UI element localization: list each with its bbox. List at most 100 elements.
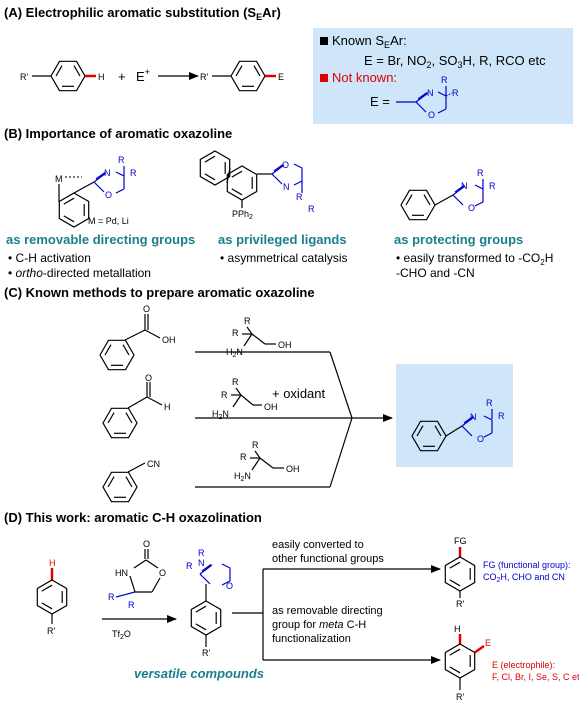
svg-text:R: R: [232, 377, 239, 387]
svg-text:H2N: H2N: [212, 409, 229, 421]
svg-text:Known SEAr:: Known SEAr:: [332, 33, 407, 50]
svg-text:O: O: [428, 110, 435, 120]
svg-text:Not known:: Not known:: [332, 70, 397, 85]
svg-text:• C-H activation: • C-H activation: [8, 251, 91, 265]
svg-text:R': R': [47, 626, 55, 636]
svg-text:O: O: [282, 160, 289, 170]
ligand-oxazoline-structure: PPh2 O N R R: [199, 150, 315, 221]
svg-text:R: R: [130, 168, 137, 178]
svg-text:CN: CN: [147, 459, 160, 469]
svg-text:R: R: [498, 411, 505, 421]
svg-text:O: O: [143, 304, 150, 314]
svg-text:N: N: [427, 88, 434, 98]
svg-text:CO2H, CHO and CN: CO2H, CHO and CN: [483, 572, 565, 584]
svg-text:FG (functional group):: FG (functional group):: [483, 560, 571, 570]
svg-text:M = Pd, Li: M = Pd, Li: [88, 216, 129, 226]
svg-text:N: N: [470, 412, 477, 422]
group-protecting: as protecting groups • easily transforme…: [394, 232, 553, 280]
h-label: H: [98, 72, 105, 82]
svg-text:R': R': [200, 72, 208, 82]
svg-text:other functional groups: other functional groups: [272, 553, 384, 565]
benzaldehyde-structure: O H: [102, 373, 171, 439]
svg-text:easily converted to: easily converted to: [272, 539, 364, 551]
svg-text:O: O: [477, 434, 484, 444]
upper-branch-note: easily converted to other functional gro…: [272, 539, 384, 565]
svg-text:F, Cl, Br, I, Se, S, C etc: F, Cl, Br, I, Se, S, C etc: [492, 672, 579, 682]
amino-alcohol-bottom: R R H2N OH: [234, 440, 300, 483]
svg-text:N: N: [461, 181, 468, 191]
svg-text:N: N: [283, 182, 290, 192]
svg-text:E (electrophile):: E (electrophile):: [492, 660, 555, 670]
svg-text:as protecting groups: as protecting groups: [394, 232, 523, 247]
svg-text:FG: FG: [454, 536, 467, 546]
svg-text:functionalization: functionalization: [272, 633, 351, 645]
oxazoline-product-box: N O R R: [396, 364, 513, 467]
svg-text:O: O: [145, 373, 152, 383]
svg-text:N: N: [198, 558, 205, 568]
svg-text:O: O: [468, 203, 475, 213]
section-b-title: (B) Importance of aromatic oxazoline: [4, 126, 232, 141]
svg-text:• easily transformed to -CO2H: • easily transformed to -CO2H: [396, 251, 553, 267]
plus-sign: +: [118, 69, 126, 84]
svg-text:R: R: [441, 75, 448, 85]
benzonitrile-structure: CN: [102, 459, 160, 503]
section-a-title: (A) Electrophilic aromatic substitution …: [4, 5, 281, 22]
oxazolidinone-reagent: O HN O R R: [108, 539, 166, 610]
svg-text:PPh2: PPh2: [232, 209, 253, 221]
svg-text:R: R: [486, 398, 493, 408]
svg-text:O: O: [226, 581, 233, 591]
svg-text:OH: OH: [264, 402, 278, 412]
svg-text:E =: E =: [370, 94, 390, 109]
svg-text:• ortho-directed metallation: • ortho-directed metallation: [8, 266, 151, 280]
tf2o-label: Tf2O: [112, 629, 131, 641]
svg-text:R: R: [489, 181, 496, 191]
svg-text:R: R: [244, 316, 251, 326]
benzoic-acid-structure: O OH: [99, 304, 176, 371]
svg-text:E = Br, NO2, SO3H, R, RCO etc: E = Br, NO2, SO3H, R, RCO etc: [364, 53, 546, 70]
svg-text:R: R: [296, 192, 303, 202]
group-removable-directing: as removable directing groups • C-H acti…: [6, 232, 195, 280]
svg-text:R: R: [240, 452, 247, 462]
svg-text:R': R': [456, 692, 464, 702]
svg-text:as privileged ligands: as privileged ligands: [218, 232, 347, 247]
svg-text:R: R: [186, 561, 193, 571]
svg-text:R': R': [202, 648, 210, 658]
arene-reactant: R' H: [20, 60, 105, 92]
svg-text:R: R: [221, 390, 228, 400]
r-prime-label: R': [20, 72, 28, 82]
svg-text:H: H: [49, 558, 56, 568]
svg-text:OH: OH: [162, 335, 176, 345]
svg-text:R: R: [232, 328, 239, 338]
svg-text:H: H: [164, 402, 171, 412]
svg-text:R: R: [477, 168, 484, 178]
meta-functionalized-arene: H E R': [444, 624, 491, 702]
svg-text:R: R: [128, 600, 135, 610]
svg-text:R: R: [308, 204, 315, 214]
known-unknown-box: Known SEAr: E = Br, NO2, SO3H, R, RCO et…: [313, 28, 573, 124]
svg-text:R': R': [456, 599, 464, 609]
e-description: E (electrophile): F, Cl, Br, I, Se, S, C…: [492, 660, 579, 682]
converging-arrows: [195, 351, 393, 488]
svg-text:-CHO and -CN: -CHO and -CN: [396, 266, 475, 280]
svg-text:E: E: [485, 638, 491, 648]
svg-text:E: E: [278, 72, 284, 82]
amino-alcohol-middle: R R H2N OH + oxidant: [212, 377, 326, 421]
section-c-title: (C) Known methods to prepare aromatic ox…: [4, 285, 315, 300]
electrophile-label: E+: [136, 67, 150, 84]
svg-text:R: R: [252, 440, 259, 450]
svg-text:R: R: [118, 155, 125, 165]
svg-text:M: M: [55, 174, 63, 184]
svg-text:O: O: [159, 568, 166, 578]
lower-branch-note: as removable directing group for meta C-…: [272, 605, 383, 645]
group-privileged-ligands: as privileged ligands • asymmetrical cat…: [218, 232, 348, 265]
directing-oxazoline-structure: M N O R R M = Pd, Li: [55, 155, 137, 228]
arene-product: R' E: [200, 60, 284, 92]
svg-text:N: N: [104, 168, 111, 178]
fg-arene-structure: FG R': [444, 536, 476, 609]
fg-description: FG (functional group): CO2H, CHO and CN: [483, 560, 571, 584]
svg-text:H: H: [454, 624, 461, 634]
versatile-compounds-label: versatile compounds: [134, 666, 264, 681]
svg-text:R: R: [198, 548, 205, 558]
oxidant-label: + oxidant: [272, 386, 326, 401]
